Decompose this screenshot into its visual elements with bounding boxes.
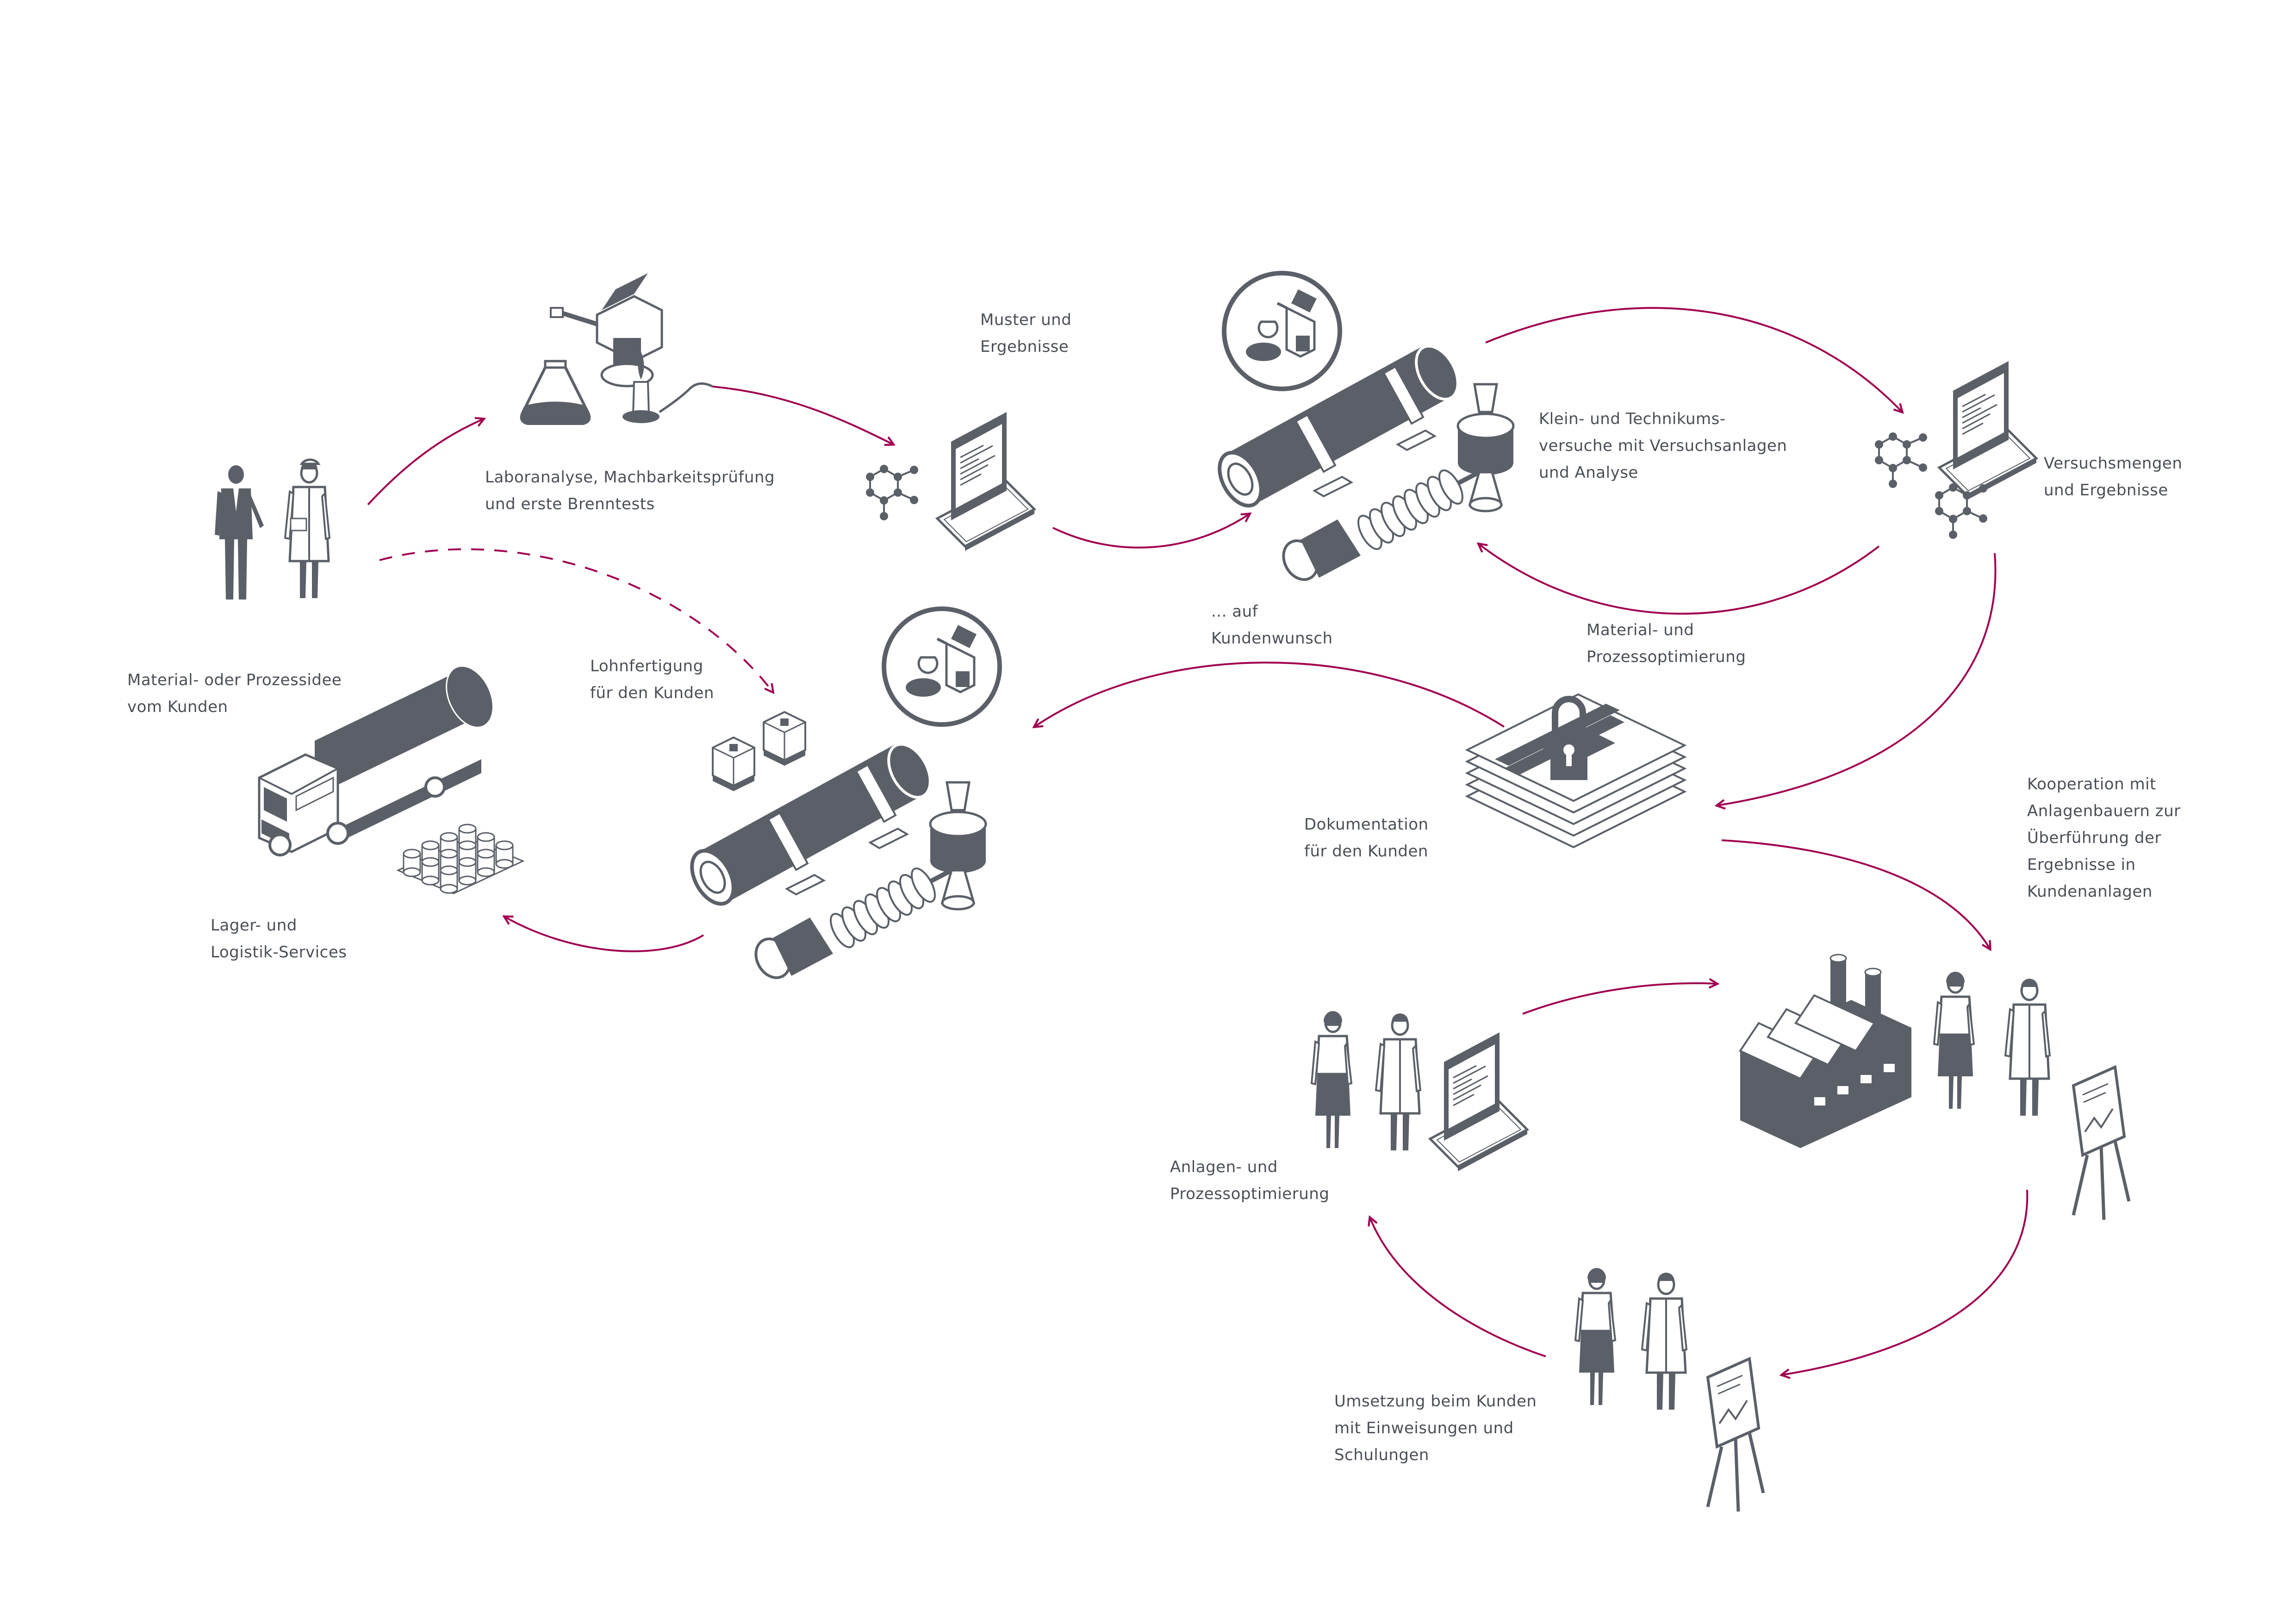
molecule-icon — [1874, 431, 1928, 489]
business-people-icon — [215, 458, 330, 600]
arrow-optimization-to-factory — [1522, 983, 1717, 1015]
arrow-training-to-optimization — [1370, 1218, 1546, 1357]
scientists-icon — [1312, 1011, 1420, 1150]
label-small-scale-tests: Klein- und Technikums-versuche mit Versu… — [1539, 410, 1787, 482]
arrow-lab-to-laptop — [712, 386, 893, 444]
scientists-icon — [1934, 972, 2050, 1116]
laptop-icon — [937, 412, 1034, 551]
arrow-factory-to-training — [1782, 1189, 2028, 1375]
flipchart-icon — [2073, 1067, 2129, 1220]
flipchart-icon — [1708, 1359, 1763, 1512]
documents-lock-icon — [1465, 693, 1687, 849]
arrow-docs-to-factory — [1721, 839, 1990, 949]
process-arrows — [367, 307, 2028, 1375]
arrow-idea-to-toll-dashed — [379, 548, 773, 692]
tanker-truck-icon — [258, 665, 494, 856]
arrow-docs-to-toll — [1034, 662, 1505, 727]
arrow-toll-to-logistics — [504, 917, 704, 952]
scientists-icon — [1575, 1268, 1686, 1410]
arrow-results-to-docs — [1717, 553, 1997, 806]
lab-equipment-icon — [520, 273, 714, 425]
laptop-icon — [1430, 1032, 1527, 1171]
bulk-bags-icon — [712, 711, 806, 792]
barrels-icon — [396, 824, 525, 894]
arrow-optimization-loop — [1479, 544, 1880, 615]
microscope-badge-icon — [884, 609, 1000, 725]
laptop-icon — [1939, 361, 2036, 500]
arrow-laptop-to-kiln — [1052, 514, 1250, 549]
factory-icon — [1739, 954, 1911, 1148]
molecule-icon — [865, 464, 919, 521]
arrow-kiln-to-results — [1485, 307, 1902, 412]
microscope-badge-icon — [1224, 273, 1340, 389]
arrow-idea-to-lab — [367, 419, 484, 506]
